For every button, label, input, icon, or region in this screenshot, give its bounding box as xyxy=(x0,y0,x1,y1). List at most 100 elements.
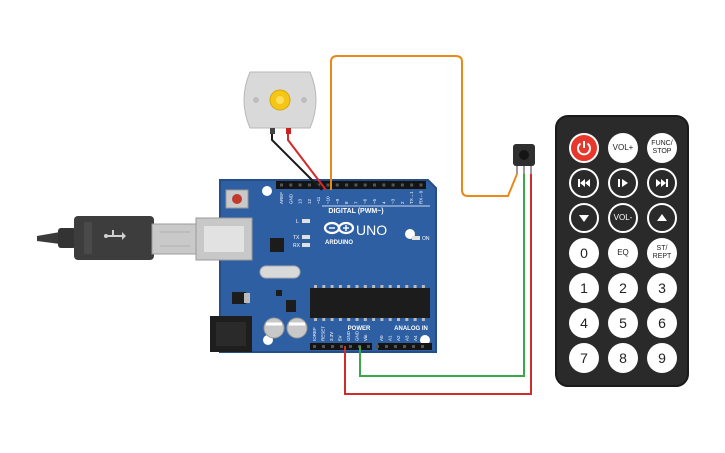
analog-pin-label: A3 xyxy=(405,335,410,341)
next-track-button[interactable] xyxy=(647,168,677,198)
crystal-oscillator xyxy=(259,265,301,279)
arduino-brand-text: ARDUINO xyxy=(325,240,353,246)
digital-pin-label: 13 xyxy=(298,198,303,204)
digit-1-button[interactable]: 1 xyxy=(569,273,599,303)
led-rx xyxy=(302,243,310,247)
motor-terminal-black xyxy=(270,128,275,134)
power-pin-label: GND xyxy=(346,330,351,341)
digital-pin-label: ~9 xyxy=(335,198,340,204)
digital-pin-label: ~10 xyxy=(326,196,331,204)
digital-pin-label: 2 xyxy=(400,201,405,204)
atmega-chip xyxy=(310,288,430,318)
down-button[interactable] xyxy=(569,203,599,233)
up-button[interactable] xyxy=(647,203,677,233)
digital-pin-label: ~11 xyxy=(316,196,321,204)
wire-ir-ground-green[interactable] xyxy=(359,174,525,377)
digit-6-button[interactable]: 6 xyxy=(647,308,677,338)
digit-7-button[interactable]: 7 xyxy=(569,343,599,373)
usb-strain-relief xyxy=(58,228,76,248)
digital-pin-label: AREF xyxy=(279,192,284,204)
play-pause-icon xyxy=(618,179,628,187)
next-track-icon xyxy=(656,179,668,187)
usb-cable-tail xyxy=(37,232,60,244)
digit-9-button[interactable]: 9 xyxy=(647,343,677,373)
func-stop-button[interactable]: FUNC/ STOP xyxy=(647,133,677,163)
led-tx xyxy=(302,235,310,239)
digital-pin-labels: AREF GND 13 12 ~11 ~10 ~9 8 7 ~6 ~5 4 ~3 2 TX→1 RX←0 xyxy=(279,190,424,204)
capacitor xyxy=(286,317,308,339)
digit-3-button[interactable]: 3 xyxy=(647,273,677,303)
board-model-text: UNO xyxy=(356,222,387,238)
usb-chip xyxy=(270,238,284,252)
arduino-logo-icon xyxy=(323,221,355,235)
digital-pin-label: GND xyxy=(288,193,293,204)
play-pause-button[interactable] xyxy=(608,168,638,198)
wire-motor-red[interactable] xyxy=(287,134,327,191)
usb-cable[interactable] xyxy=(37,216,197,260)
usb-plug-metal xyxy=(151,223,197,255)
mounting-hole xyxy=(420,335,430,345)
digital-pin-label: ~6 xyxy=(363,198,368,204)
analog-pin-label: A4 xyxy=(413,335,418,341)
led-on-label: ON xyxy=(422,236,430,242)
eq-button[interactable]: EQ xyxy=(608,238,638,268)
wire-ir-power-red[interactable] xyxy=(344,174,532,395)
digital-pin-label: ~3 xyxy=(391,198,396,204)
power-header-label: POWER xyxy=(348,326,371,332)
digit-4-button[interactable]: 4 xyxy=(569,308,599,338)
usb-plug-body xyxy=(74,216,154,260)
analog-pin-label: A0 xyxy=(379,335,384,341)
analog-pin-label: A5 xyxy=(422,335,427,341)
led-tx-label: TX xyxy=(293,235,300,241)
regulator-chip xyxy=(232,292,246,304)
power-pin-label: 5V xyxy=(338,335,343,341)
analog-pin-label: A1 xyxy=(388,335,393,341)
arduino-uno-board[interactable]: AREF GND 13 12 ~11 ~10 ~9 8 7 ~6 ~5 4 ~3 2 TX→1 RX←0 DI… xyxy=(195,179,437,353)
led-l-label: L xyxy=(296,219,299,225)
ir-sensor-lens-icon xyxy=(519,150,529,160)
arrow-down-icon xyxy=(579,215,589,222)
digital-header-label: DIGITAL (PWM~) xyxy=(328,208,383,215)
dc-motor[interactable] xyxy=(243,71,317,134)
power-pin-label: IOREF xyxy=(312,327,317,341)
digital-pin-label: ~5 xyxy=(372,198,377,204)
motor-terminal-red xyxy=(286,128,291,134)
mounting-hole xyxy=(262,186,272,196)
digit-5-button[interactable]: 5 xyxy=(608,308,638,338)
power-button[interactable] xyxy=(569,133,599,163)
prev-track-icon xyxy=(578,179,590,187)
digital-pin-label: 8 xyxy=(344,201,349,204)
digit-0-button[interactable]: 0 xyxy=(569,238,599,268)
digit-2-button[interactable]: 2 xyxy=(608,273,638,303)
ir-receiver[interactable] xyxy=(513,144,535,174)
vol-up-button[interactable]: VOL+ xyxy=(608,133,638,163)
usb-icon xyxy=(104,230,126,240)
led-on xyxy=(412,236,420,240)
digital-pin-label: 4 xyxy=(381,201,386,204)
st-rept-button[interactable]: ST/ REPT xyxy=(647,238,677,268)
digit-8-button[interactable]: 8 xyxy=(608,343,638,373)
digital-pin-label: RX←0 xyxy=(419,190,424,204)
wire-ir-signal-orange[interactable] xyxy=(330,55,518,197)
arrow-up-icon xyxy=(657,214,667,221)
wire-motor-black[interactable] xyxy=(271,134,323,191)
analog-pin-label: A2 xyxy=(396,335,401,341)
wires xyxy=(271,55,532,395)
digital-pin-label: TX→1 xyxy=(409,191,414,204)
prev-track-button[interactable] xyxy=(569,168,599,198)
led-rx-label: RX xyxy=(293,243,301,249)
digital-header[interactable] xyxy=(276,181,426,189)
capacitor xyxy=(263,317,285,339)
vol-down-button[interactable]: VOL- xyxy=(608,203,638,233)
power-pin-label: GND xyxy=(355,330,360,341)
power-pin-label: 3.3V xyxy=(329,332,334,341)
led-l xyxy=(302,219,310,223)
analog-header-label: ANALOG IN xyxy=(394,326,428,332)
digital-pin-label: 7 xyxy=(353,201,358,204)
power-pin-label: RESET xyxy=(321,326,326,341)
digital-pin-label: 12 xyxy=(307,198,312,204)
power-pin-label: Vin xyxy=(363,334,368,341)
chip-pins xyxy=(314,285,425,321)
